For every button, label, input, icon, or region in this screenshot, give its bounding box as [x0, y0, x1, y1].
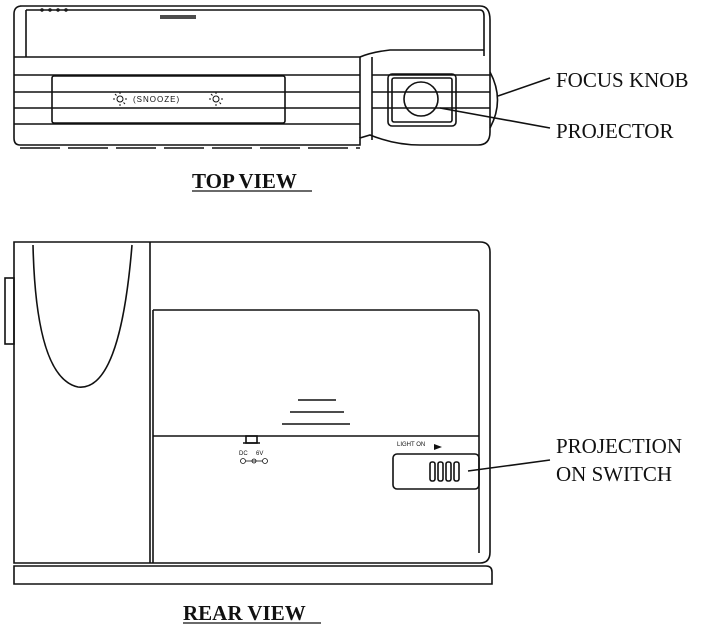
focus-knob-leader [497, 77, 551, 97]
top-vent-marks [30, 8, 112, 12]
projection-label-line2: ON SWITCH [556, 462, 672, 486]
dc-label: DC [239, 451, 248, 457]
snooze-text: (SNOOZE) [133, 95, 180, 104]
snooze-sun-icon [209, 92, 223, 106]
projector-label: PROJECTOR [556, 119, 673, 143]
voltage-label: 6V [256, 451, 263, 457]
rear-view-device [4, 241, 493, 585]
projection-label-line1: PROJECTION [556, 434, 682, 458]
projection-switch-leader [467, 459, 551, 472]
light-on-label: LIGHT ON [397, 442, 425, 448]
rear-view-title: REAR VIEW [183, 601, 306, 625]
top-view-title: TOP VIEW [192, 169, 297, 193]
focus-knob-label: FOCUS KNOB [556, 68, 688, 92]
top-view-device [13, 5, 499, 149]
polarity-icon [240, 458, 268, 464]
play-arrow-icon [434, 444, 442, 450]
snooze-sun-icon [113, 92, 127, 106]
projector-leader [439, 107, 551, 129]
